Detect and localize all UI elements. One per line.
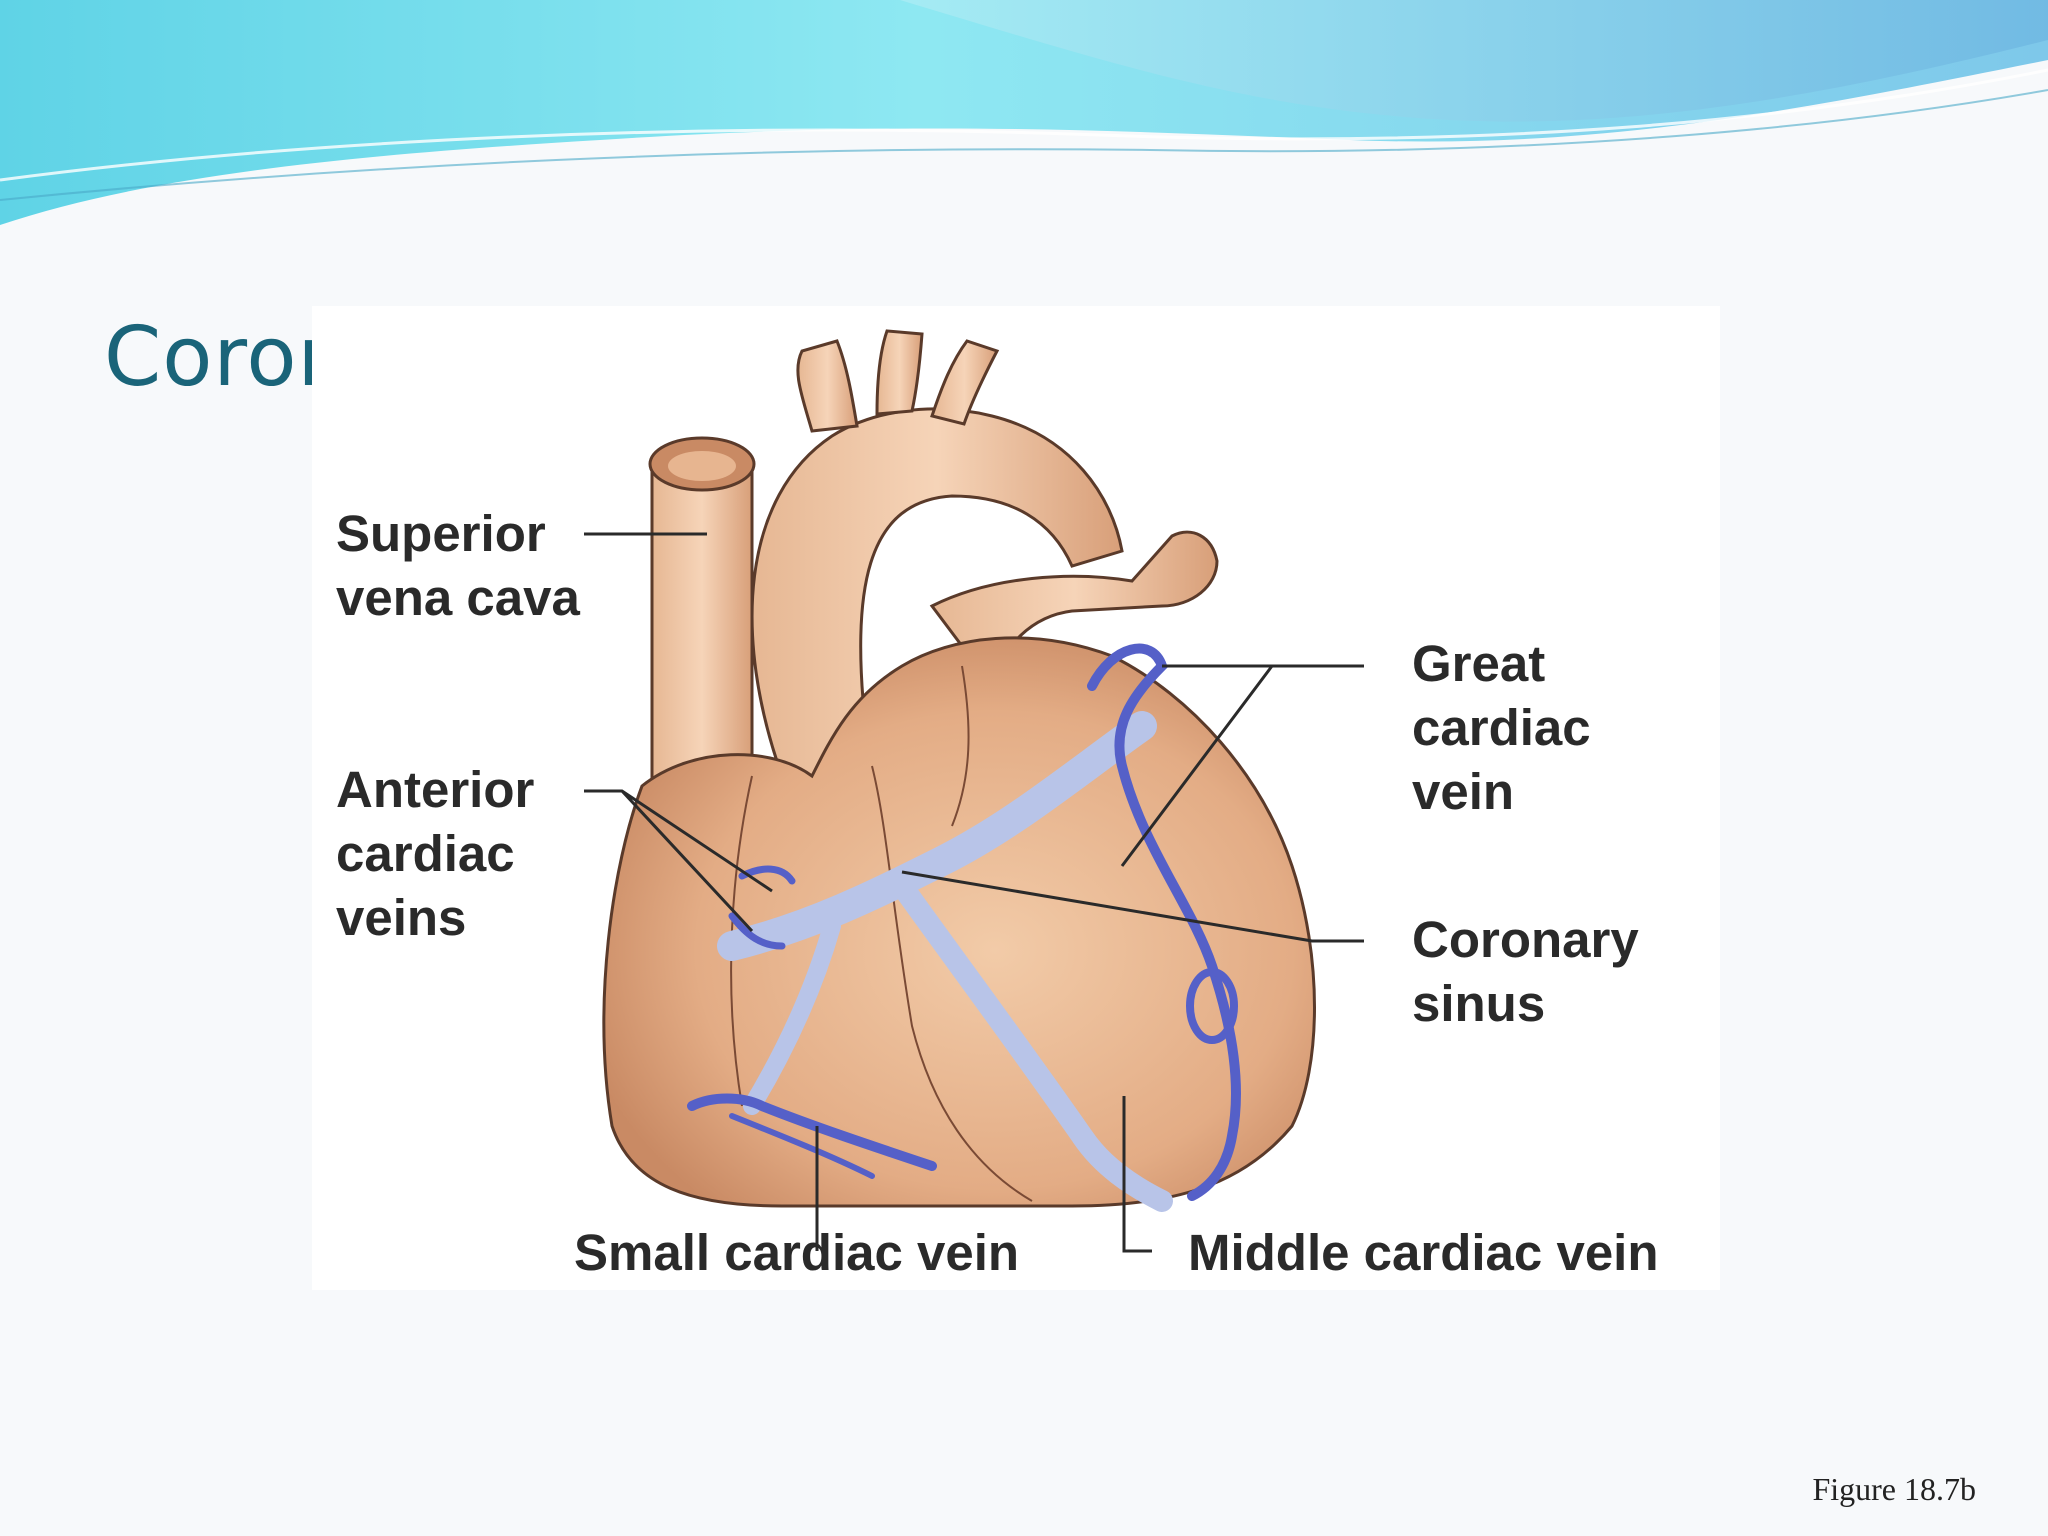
anterior-cardiac-vein-2: [728, 912, 786, 950]
great-cardiac-vein-shape: [1087, 643, 1241, 1201]
leader-coronary-sinus: [901, 870, 1364, 943]
small-cardiac-vein-branch: [743, 917, 841, 1115]
leader-lines: [584, 532, 1364, 1253]
heart-diagram: Superior vena cava Anterior cardiac vein…: [312, 306, 1720, 1290]
leader-great-cardiac-vein: [1120, 664, 1364, 867]
middle-cardiac-vein-shape: [891, 875, 1173, 1212]
figure-caption: Figure 18.7b: [1812, 1471, 1976, 1507]
small-cardiac-vein-shape: [687, 1093, 937, 1171]
label-anterior-cardiac-veins: Anterior cardiac veins: [336, 761, 535, 946]
label-superior-vena-cava: Superior vena cava: [336, 505, 580, 626]
header-wave-decoration: [0, 0, 2048, 225]
leader-middle-cardiac-vein: [1122, 1096, 1152, 1253]
aortic-branch-2: [875, 329, 924, 416]
coronary-sinus-shape: [717, 711, 1157, 961]
great-cardiac-vein-loop: [1186, 968, 1238, 1044]
label-small-cardiac-vein: Small cardiac vein: [574, 1224, 1020, 1281]
label-coronary-sinus: Coronary sinus: [1412, 911, 1639, 1032]
label-middle-cardiac-vein: Middle cardiac vein: [1188, 1224, 1659, 1281]
label-great-cardiac-vein: Great cardiac vein: [1412, 635, 1591, 820]
heart-illustration: [584, 329, 1364, 1253]
aortic-branch-1: [796, 339, 859, 433]
aortic-branch-3: [930, 339, 1000, 426]
leader-anterior-cardiac-veins: [584, 789, 773, 933]
aortic-arch: [750, 407, 1124, 778]
